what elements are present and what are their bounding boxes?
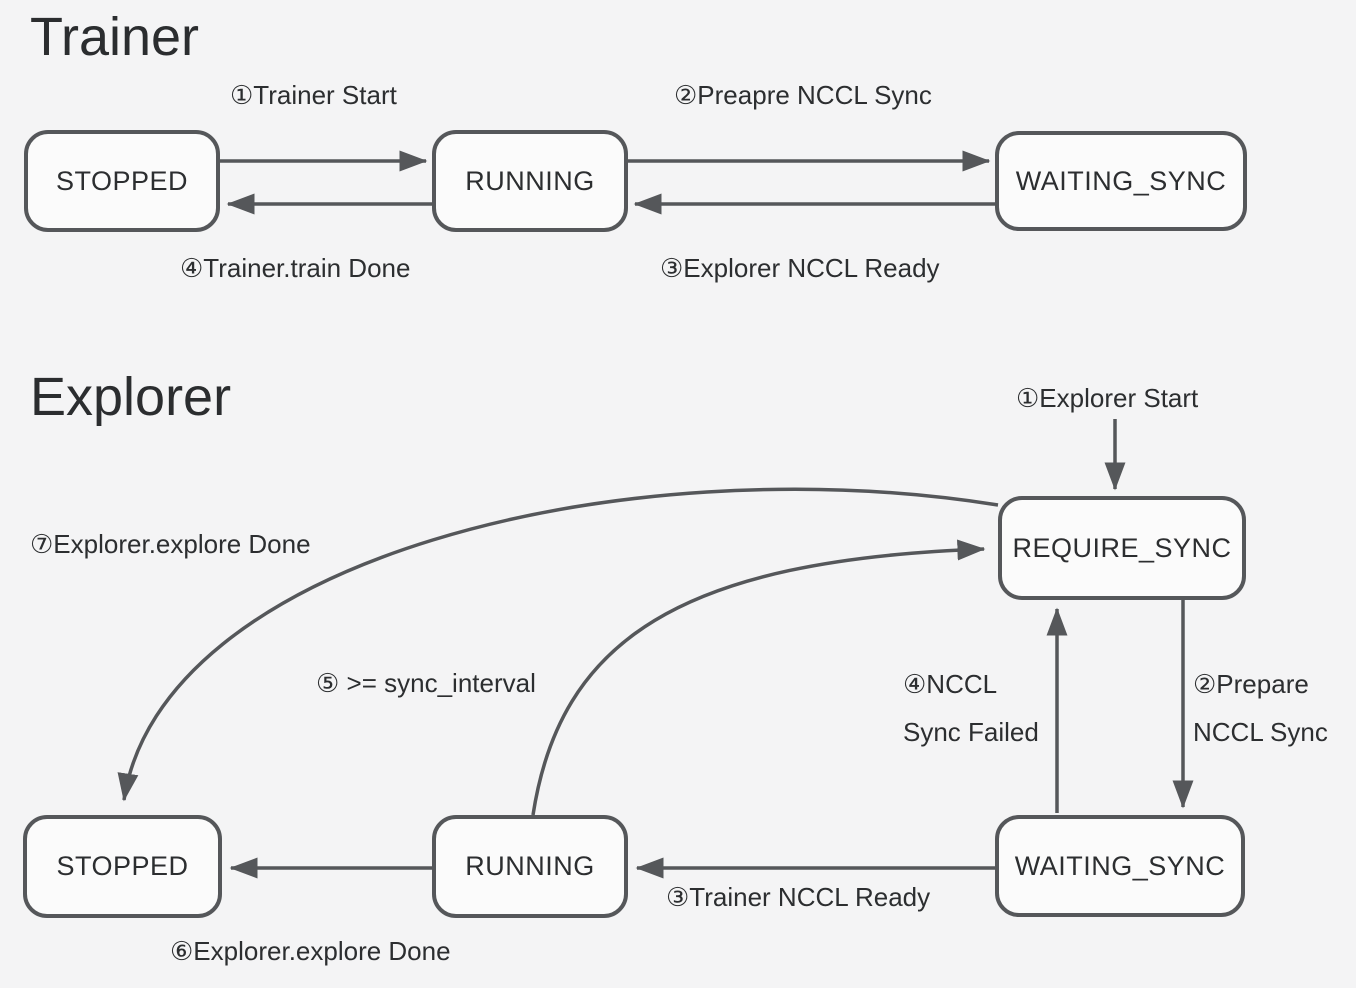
- explorer-transition-prepare-nccl-sync-line1: ②Prepare: [1193, 669, 1309, 699]
- trainer-transition-trainer-start: ①Trainer Start: [230, 80, 397, 110]
- explorer-state-require-sync-label: REQUIRE_SYNC: [1012, 532, 1232, 563]
- trainer-state-waiting-sync-label: WAITING_SYNC: [1015, 165, 1227, 196]
- trainer-transition-prepare-nccl-sync: ②Preapre NCCL Sync: [674, 80, 932, 110]
- explorer-transition-sync-interval: ⑤ >= sync_interval: [316, 668, 536, 698]
- trainer-state-running: RUNNING: [432, 130, 628, 232]
- explorer-state-require-sync: REQUIRE_SYNC: [998, 496, 1246, 600]
- explorer-state-running-label: RUNNING: [465, 851, 595, 881]
- trainer-state-stopped: STOPPED: [24, 130, 220, 232]
- trainer-state-stopped-label: STOPPED: [55, 165, 189, 196]
- explorer-transition-nccl-sync-failed: ④NCCL Sync Failed: [903, 660, 1039, 756]
- trainer-section-title: Trainer: [30, 7, 200, 67]
- explorer-state-waiting-sync: WAITING_SYNC: [995, 815, 1245, 917]
- trainer-transition-train-done: ④Trainer.train Done: [180, 253, 411, 283]
- explorer-state-stopped: STOPPED: [23, 815, 222, 918]
- trainer-transition-explorer-nccl-ready: ③Explorer NCCL Ready: [660, 253, 940, 283]
- explorer-section-title: Explorer: [30, 367, 232, 427]
- explorer-transition-nccl-sync-failed-line2: Sync Failed: [903, 717, 1039, 747]
- explorer-state-running: RUNNING: [432, 815, 628, 918]
- explorer-transition-trainer-nccl-ready: ③Trainer NCCL Ready: [666, 882, 931, 912]
- explorer-transition-prepare-nccl-sync-line2: NCCL Sync: [1193, 717, 1328, 747]
- explorer-state-stopped-label: STOPPED: [56, 851, 189, 881]
- explorer-transition-prepare-nccl-sync: ②Prepare NCCL Sync: [1193, 660, 1328, 756]
- explorer-curve-sync-interval: [531, 539, 986, 816]
- trainer-state-waiting-sync: WAITING_SYNC: [995, 131, 1247, 231]
- trainer-state-running-label: RUNNING: [465, 165, 595, 196]
- explorer-transition-explore-done-6: ⑥Explorer.explore Done: [170, 936, 451, 966]
- explorer-transition-nccl-sync-failed-line1: ④NCCL: [903, 669, 998, 699]
- explorer-transition-explore-done-7: ⑦Explorer.explore Done: [30, 529, 311, 559]
- explorer-transition-explorer-start: ①Explorer Start: [1016, 383, 1199, 413]
- explorer-state-waiting-sync-label: WAITING_SYNC: [1014, 850, 1226, 881]
- explorer-curve-explore-done: [117, 487, 999, 802]
